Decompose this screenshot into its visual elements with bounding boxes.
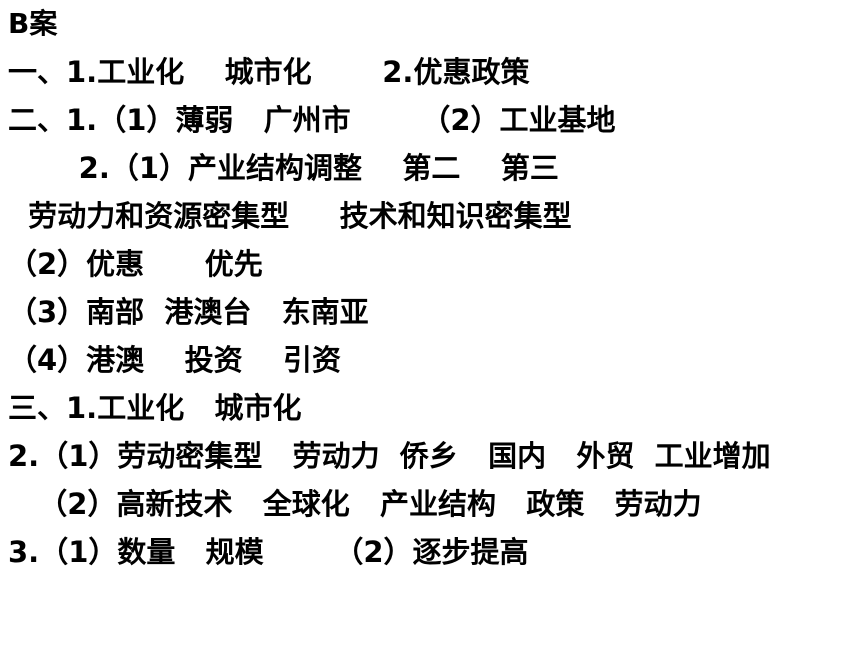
answer-heading: B案	[8, 7, 58, 40]
section-three-line-2: 2.（1）劳动密集型 劳动力 侨乡 国内 外贸 工业增加	[8, 439, 771, 473]
section-two-line-5: （3）南部 港澳台 东南亚	[8, 295, 369, 329]
section-two-line-1: 二、1.（1）薄弱 广州市 （2）工业基地	[8, 103, 616, 137]
section-one-line: 一、1.工业化 城市化 2.优惠政策	[8, 55, 530, 89]
section-two-line-3: 劳动力和资源密集型 技术和知识密集型	[8, 199, 572, 233]
section-three-line-3: （2）高新技术 全球化 产业结构 政策 劳动力	[8, 487, 702, 521]
section-three-line-1: 三、1.工业化 城市化	[8, 391, 302, 425]
section-two-line-2: 2.（1）产业结构调整 第二 第三	[8, 151, 559, 185]
section-three-line-4: 3.（1）数量 规模 （2）逐步提高	[8, 535, 529, 569]
section-two-line-6: （4）港澳 投资 引资	[8, 343, 341, 377]
section-two-line-4: （2）优惠 优先	[8, 247, 263, 281]
